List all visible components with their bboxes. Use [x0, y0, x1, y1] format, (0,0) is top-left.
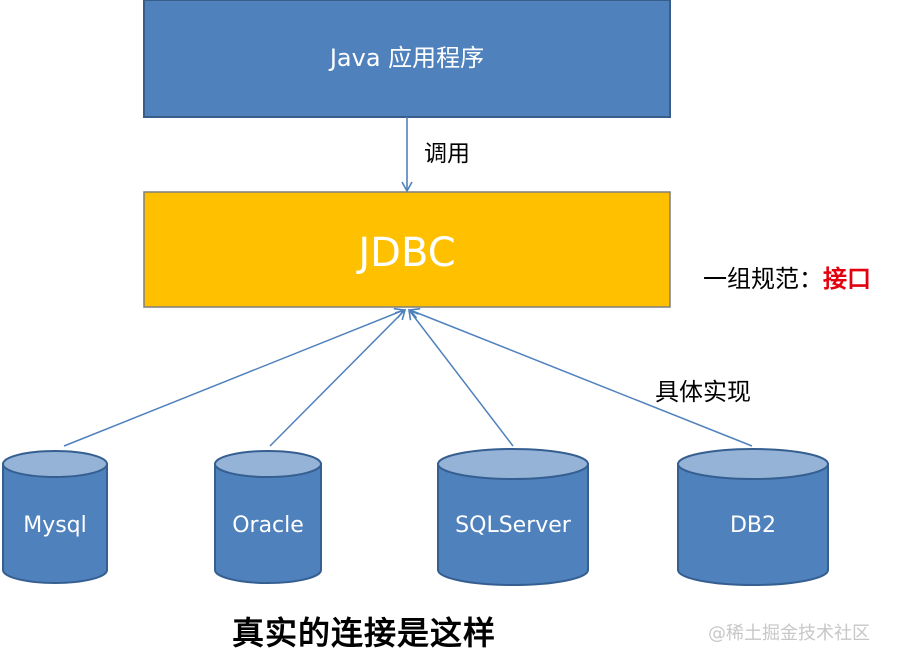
- spec-label: 一组规范：接口: [703, 259, 871, 294]
- jdbc-label: JDBC: [355, 230, 455, 276]
- db-label-sqlserver: SQLServer: [455, 513, 572, 538]
- db-cylinder-oracle: Oracle: [214, 450, 322, 584]
- jdbc-box: [143, 191, 671, 308]
- arrow-sqlserver: [407, 308, 514, 447]
- db-label-mysql: Mysql: [23, 513, 87, 538]
- spec-label-prefix: 一组规范：: [703, 265, 823, 293]
- arrow-db2: [408, 307, 753, 447]
- spec-label-emphasis: 接口: [823, 265, 871, 293]
- watermark: @稀土掘金技术社区: [708, 623, 870, 644]
- caption: 真实的连接是这样: [232, 614, 497, 652]
- java-app-label: Java 应用程序: [328, 44, 484, 72]
- db-cylinder-db2: DB2: [677, 448, 829, 586]
- db-cylinder-sqlserver: SQLServer: [437, 448, 589, 586]
- java-app-box: [143, 0, 671, 118]
- db-label-oracle: Oracle: [232, 513, 304, 538]
- call-label: 调用: [424, 141, 470, 167]
- db-label-db2: DB2: [730, 513, 776, 538]
- db-cylinder-mysql: Mysql: [1, 450, 108, 584]
- arrow-mysql: [63, 307, 406, 447]
- arrow-oracle: [269, 308, 407, 447]
- impl-label: 具体实现: [655, 378, 751, 406]
